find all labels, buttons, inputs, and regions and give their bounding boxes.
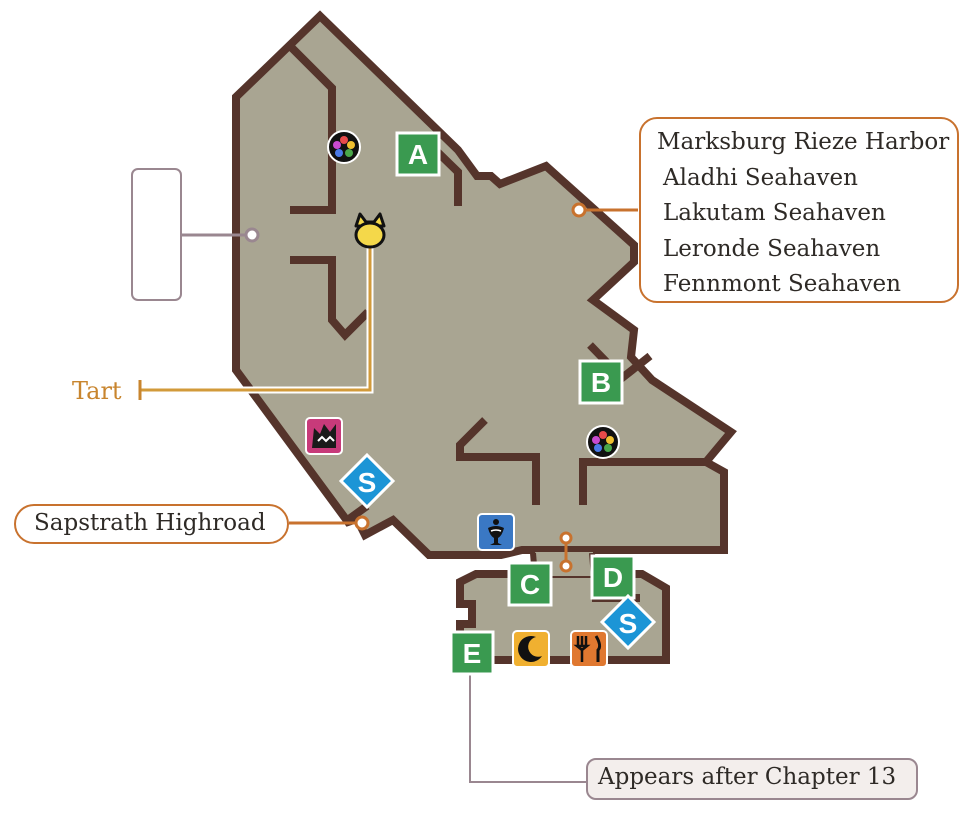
destination-item: Aladhi Seahaven bbox=[663, 164, 858, 191]
monster-icon[interactable] bbox=[305, 417, 343, 455]
svg-text:B: B bbox=[591, 367, 611, 398]
save-point-1[interactable]: S bbox=[338, 452, 396, 510]
marker-c[interactable]: C bbox=[507, 561, 553, 607]
destination-item: Leronde Seahaven bbox=[663, 235, 881, 262]
svg-text:A: A bbox=[408, 139, 428, 170]
chapter-note-label: Appears after Chapter 13 bbox=[598, 764, 897, 790]
restaurant-icon[interactable] bbox=[570, 630, 608, 668]
destination-item: Fennmont Seahaven bbox=[663, 271, 901, 297]
svg-text:E: E bbox=[463, 638, 482, 669]
harbor-destinations-box: Marksburg Rieze Harbor Aladhi Seahaven L… bbox=[639, 117, 959, 303]
cat-icon[interactable] bbox=[354, 212, 386, 249]
statue-icon[interactable] bbox=[477, 513, 515, 551]
svg-text:S: S bbox=[619, 608, 638, 639]
note-callout-line bbox=[469, 668, 587, 783]
marker-e[interactable]: E bbox=[449, 630, 495, 676]
svg-text:D: D bbox=[603, 562, 623, 593]
destination-item: Marksburg Rieze Harbor bbox=[657, 129, 950, 155]
save-point-2[interactable]: S bbox=[599, 593, 657, 651]
marker-b[interactable]: B bbox=[578, 359, 624, 405]
exit-label-box: Sapstrath Highroad bbox=[14, 504, 289, 544]
tart-callout-line bbox=[140, 238, 372, 392]
marker-d[interactable]: D bbox=[590, 554, 636, 600]
chapter-note-box: Appears after Chapter 13 bbox=[586, 758, 918, 800]
shop-panel bbox=[131, 168, 182, 301]
marker-a[interactable]: A bbox=[395, 131, 441, 177]
inn-moon-icon[interactable] bbox=[512, 630, 550, 668]
exit-label: Sapstrath Highroad bbox=[34, 510, 266, 536]
destination-list: Marksburg Rieze Harbor Aladhi Seahaven L… bbox=[657, 125, 957, 303]
svg-text:S: S bbox=[358, 467, 377, 498]
svg-text:C: C bbox=[520, 569, 540, 600]
destination-item: Lakutam Seahaven bbox=[663, 200, 886, 226]
orb-shop-icon[interactable] bbox=[586, 425, 620, 459]
tart-label: Tart bbox=[72, 377, 122, 405]
orb-shop-icon[interactable] bbox=[327, 130, 361, 164]
